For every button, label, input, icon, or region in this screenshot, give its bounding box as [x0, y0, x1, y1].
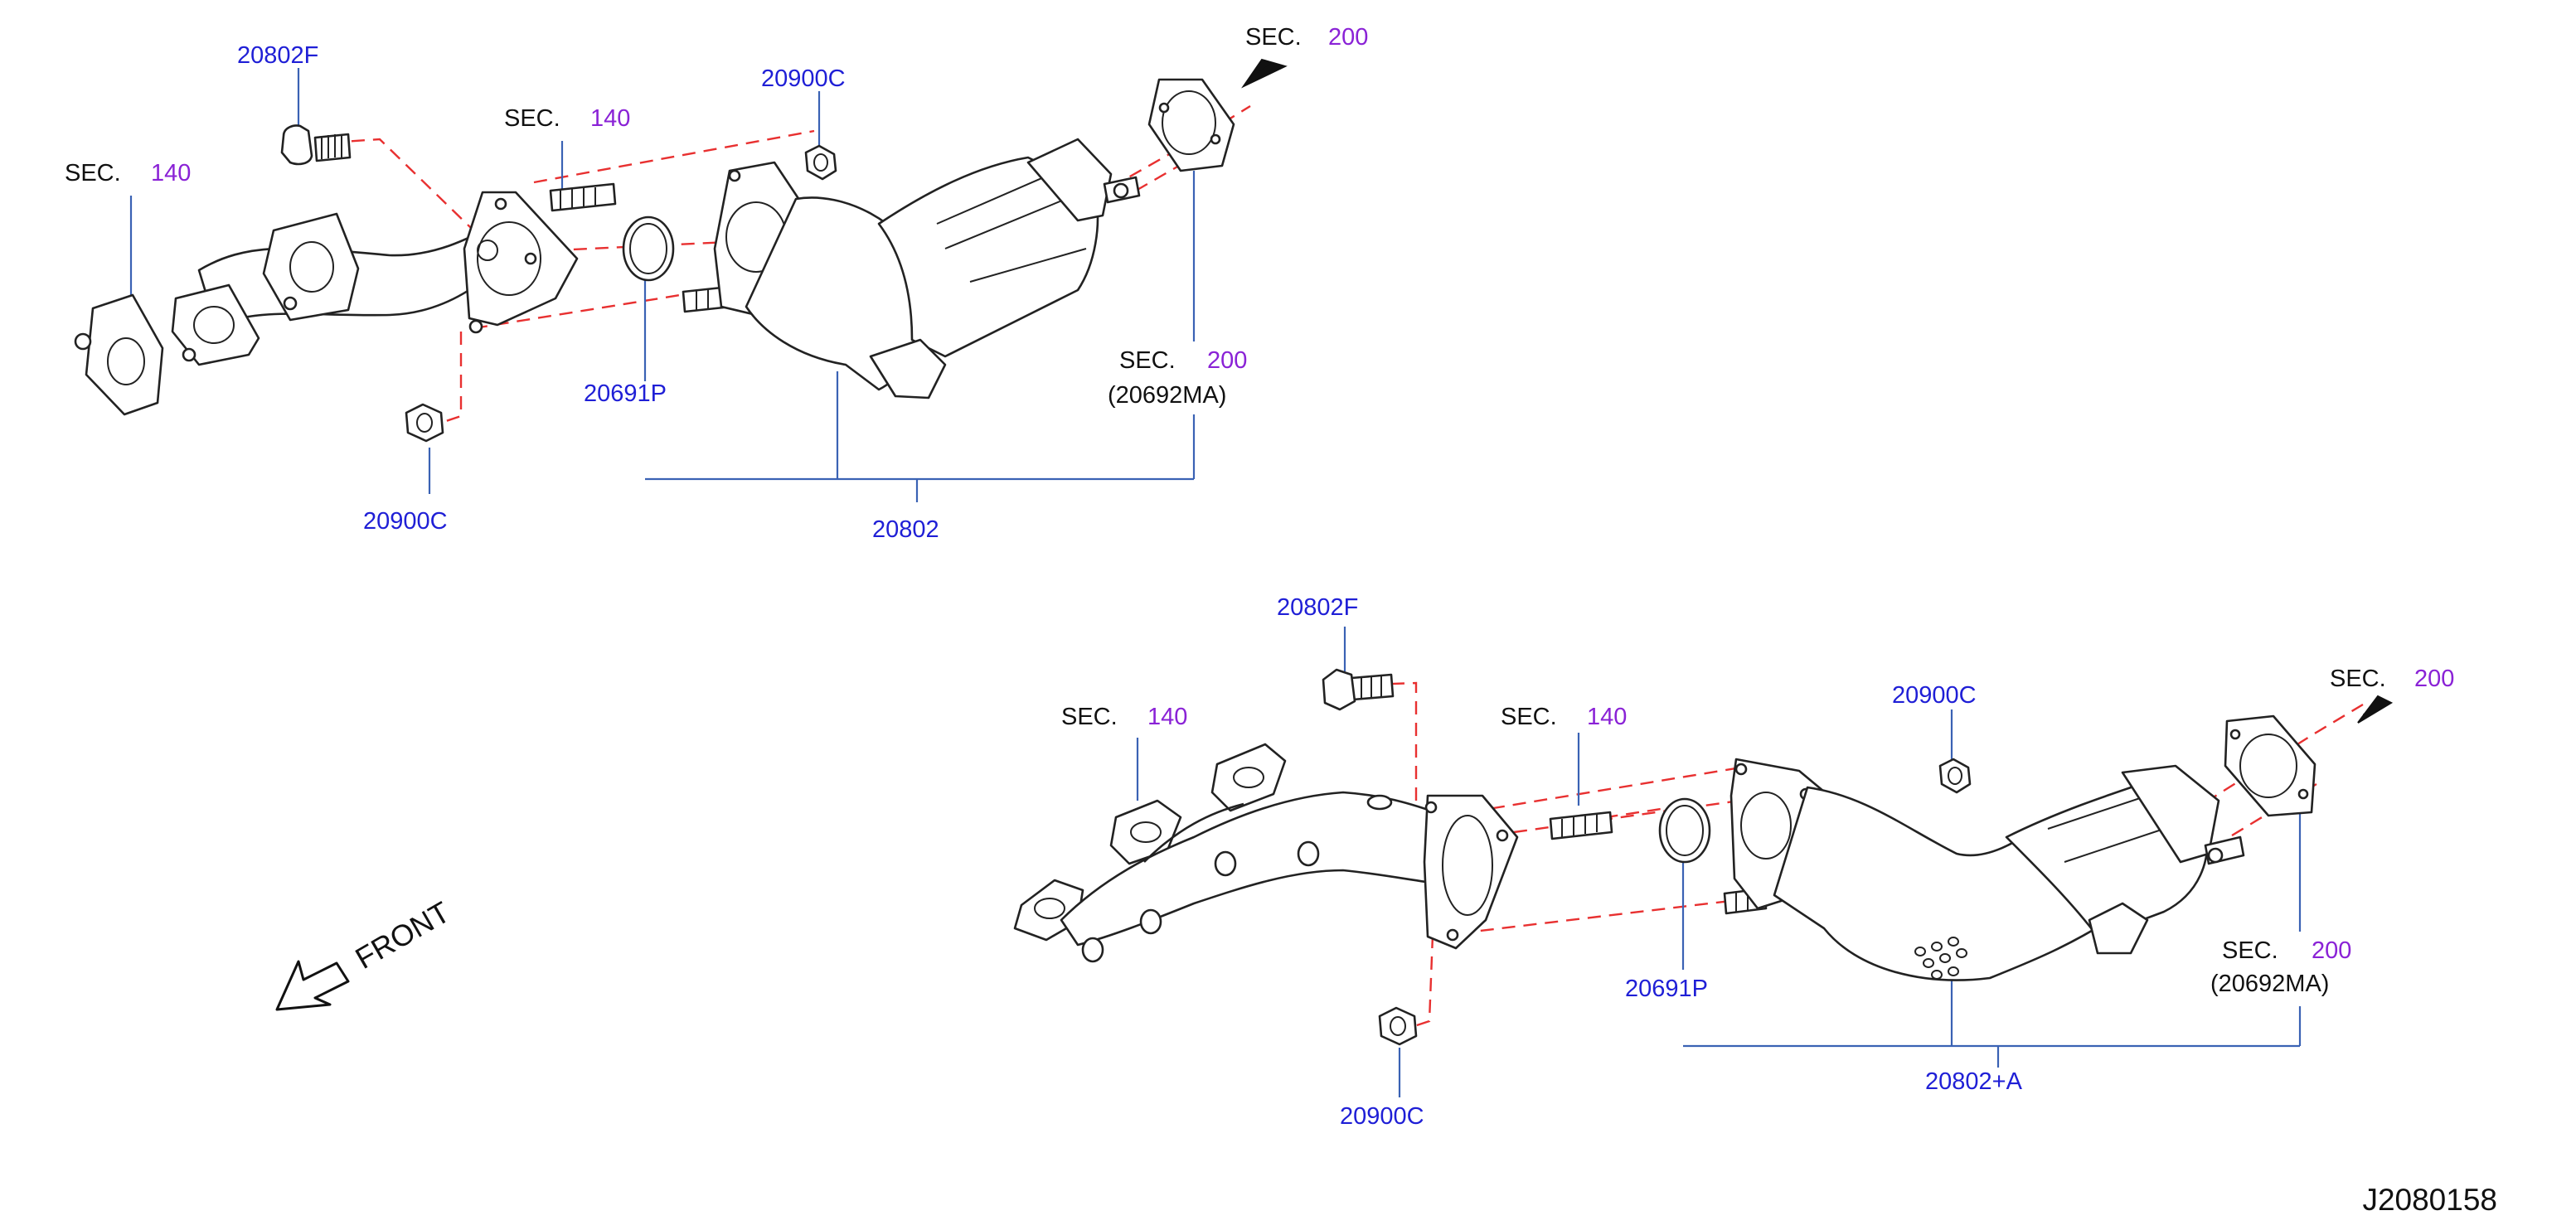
upper-assembly-label: 20802	[872, 516, 939, 543]
lower-bottom-nut-label: 20900C	[1340, 1103, 1424, 1130]
lower-assembly-label: 20802+A	[1925, 1068, 2023, 1095]
diagram-code: J2080158	[2362, 1183, 2497, 1217]
upper-stud-section-prefix: SEC.	[504, 105, 560, 132]
lower-gasket-label: 20691P	[1625, 976, 1708, 1002]
lower-outlet-arrow-icon	[2357, 695, 2394, 724]
upper-ring-gasket	[622, 215, 675, 282]
lower-bolt	[1322, 668, 1395, 711]
upper-stud	[549, 182, 617, 212]
lower-top-nut-label: 20900C	[1892, 682, 1977, 709]
lower-rear-gasket-ref: (20692MA)	[2210, 971, 2329, 997]
lower-stud-section-prefix: SEC.	[1501, 704, 1557, 730]
lower-stud-section-number: 140	[1587, 704, 1627, 730]
upper-bottom-nut	[405, 403, 444, 443]
lower-rear-gasket-section-prefix: SEC.	[2222, 937, 2278, 964]
lower-bottom-nut	[1378, 1006, 1418, 1046]
lower-assembly-leader-lines	[1136, 627, 2302, 1097]
lower-outlet-gasket	[2224, 714, 2316, 817]
upper-outlet-gasket	[1147, 78, 1235, 172]
lower-heat-shield-holes	[1914, 937, 1967, 980]
lower-catalytic-converter	[1729, 758, 2245, 981]
upper-outlet-arrow-icon	[1241, 58, 1288, 89]
upper-outlet-section-prefix: SEC.	[1245, 24, 1302, 51]
upper-assembly-leader-lines	[129, 68, 1196, 502]
upper-exhaust-manifold	[74, 212, 504, 416]
upper-manifold-section-prefix: SEC.	[65, 160, 121, 186]
front-arrow-icon	[275, 960, 350, 1011]
lower-stud	[1549, 811, 1613, 840]
upper-stud-section-number: 140	[590, 105, 630, 132]
upper-bolt	[280, 124, 352, 166]
lower-outlet-section-number: 200	[2414, 666, 2454, 692]
lower-exhaust-manifold	[1013, 743, 1474, 963]
lower-manifold-section-prefix: SEC.	[1061, 704, 1118, 730]
lower-rear-gasket-section-number: 200	[2312, 937, 2351, 964]
lower-assembly: 20802F SEC. 140 SEC. 140 20900C SEC. 200…	[1013, 594, 2454, 1130]
upper-bottom-nut-label: 20900C	[363, 508, 448, 535]
front-indicator: FRONT	[275, 894, 456, 1011]
upper-bolt-label: 20802F	[237, 42, 318, 69]
upper-catalytic-converter	[713, 138, 1141, 400]
upper-outlet-section-number: 200	[1328, 24, 1368, 51]
lower-bolt-label: 20802F	[1277, 594, 1358, 621]
lower-ring-gasket	[1658, 797, 1711, 864]
upper-top-nut-label: 20900C	[761, 65, 846, 92]
upper-manifold-section-number: 140	[151, 160, 191, 186]
lower-top-nut	[1938, 758, 1972, 794]
upper-manifold-outlet-flange	[463, 191, 579, 334]
upper-rear-gasket-section-number: 200	[1207, 347, 1247, 374]
upper-rear-gasket-ref: (20692MA)	[1108, 382, 1226, 409]
upper-gasket-label: 20691P	[584, 380, 667, 407]
upper-top-nut	[804, 144, 837, 181]
upper-rear-gasket-section-prefix: SEC.	[1119, 347, 1176, 374]
lower-manifold-outlet-flange	[1423, 794, 1519, 950]
upper-assembly: 20802F SEC. 140 20900C SEC. 200 SEC. 140…	[65, 24, 1368, 543]
lower-manifold-section-number: 140	[1147, 704, 1187, 730]
lower-outlet-section-prefix: SEC.	[2330, 666, 2386, 692]
front-label: FRONT	[350, 894, 456, 976]
